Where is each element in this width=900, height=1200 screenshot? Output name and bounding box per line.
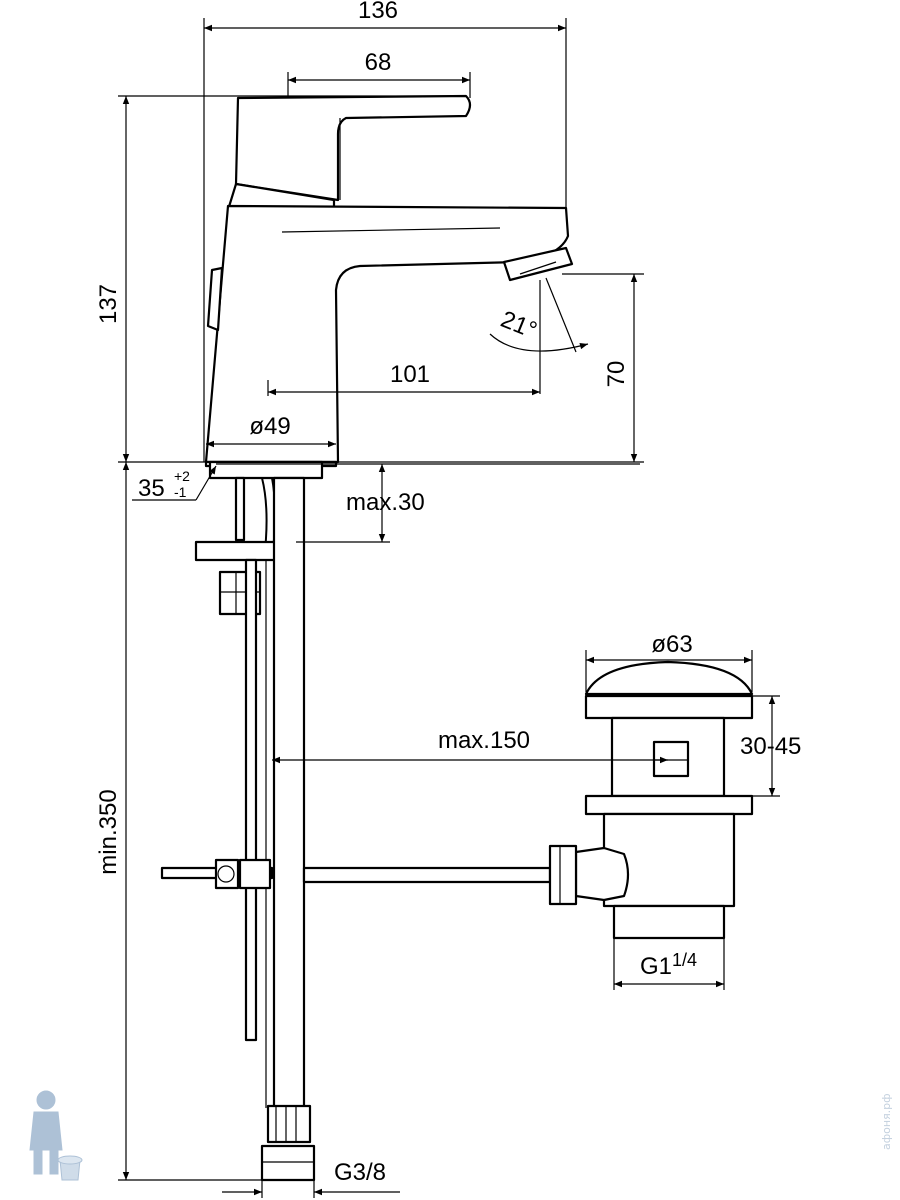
label-g1: G1 (640, 953, 672, 980)
dimension-lines (118, 18, 780, 1198)
waste-plug-cap (584, 660, 754, 696)
label-g38: G3/8 (334, 1159, 386, 1186)
plumber-mascot-icon (29, 1090, 83, 1181)
hose-nut-g38 (260, 1144, 316, 1182)
label-137: 137 (95, 284, 122, 324)
waste-rod-nut (548, 844, 578, 906)
label-max30: max.30 (346, 489, 425, 516)
aerator-detail (519, 261, 557, 275)
waste-overflow-slot (652, 740, 690, 778)
label-35-tol-plus: +2 (174, 468, 190, 484)
spout-highlight (281, 227, 501, 233)
waste-valve (548, 660, 754, 940)
rod-clamp (238, 858, 272, 890)
faucet-body (204, 94, 640, 480)
label-max150: max.150 (438, 727, 530, 754)
watermark-text: афоня.рф (880, 1093, 893, 1150)
label-g1-fraction: 1/4 (672, 950, 697, 970)
label-68: 68 (365, 49, 392, 76)
label-diameter-63: ø63 (651, 631, 692, 658)
waste-rod-socket (574, 846, 630, 902)
waste-flange (584, 694, 754, 720)
label-35: 35 (138, 475, 165, 502)
hose-ferrule (266, 1104, 312, 1144)
dim-arc-21 (489, 333, 589, 352)
waste-thread-g114 (612, 904, 726, 940)
aerator (502, 246, 574, 282)
pull-rod (244, 558, 258, 1042)
rod-clip (214, 858, 240, 890)
waste-lock-ring (584, 794, 754, 816)
mounting-stud (234, 476, 246, 542)
linkage-rod-right (302, 866, 552, 884)
watermark: афоня.рф (29, 1090, 893, 1181)
underside-assembly (160, 476, 754, 1182)
label-101: 101 (390, 361, 430, 388)
supply-hose (272, 476, 306, 1110)
label-70: 70 (603, 361, 630, 388)
rear-pop-up-knob (206, 266, 224, 332)
label-diameter-49: ø49 (249, 413, 290, 440)
label-21-degrees: 21° (497, 306, 541, 345)
faucet-handle (234, 94, 472, 202)
dimension-labels: 136 68 137 101 70 21° ø49 35 +2 -1 max.3… (95, 0, 801, 1186)
label-30-45: 30-45 (740, 733, 801, 760)
label-min350: min.350 (95, 789, 122, 874)
label-35-tol-minus: -1 (174, 484, 187, 500)
label-136: 136 (358, 0, 398, 24)
faucet-spout-body (204, 204, 570, 464)
